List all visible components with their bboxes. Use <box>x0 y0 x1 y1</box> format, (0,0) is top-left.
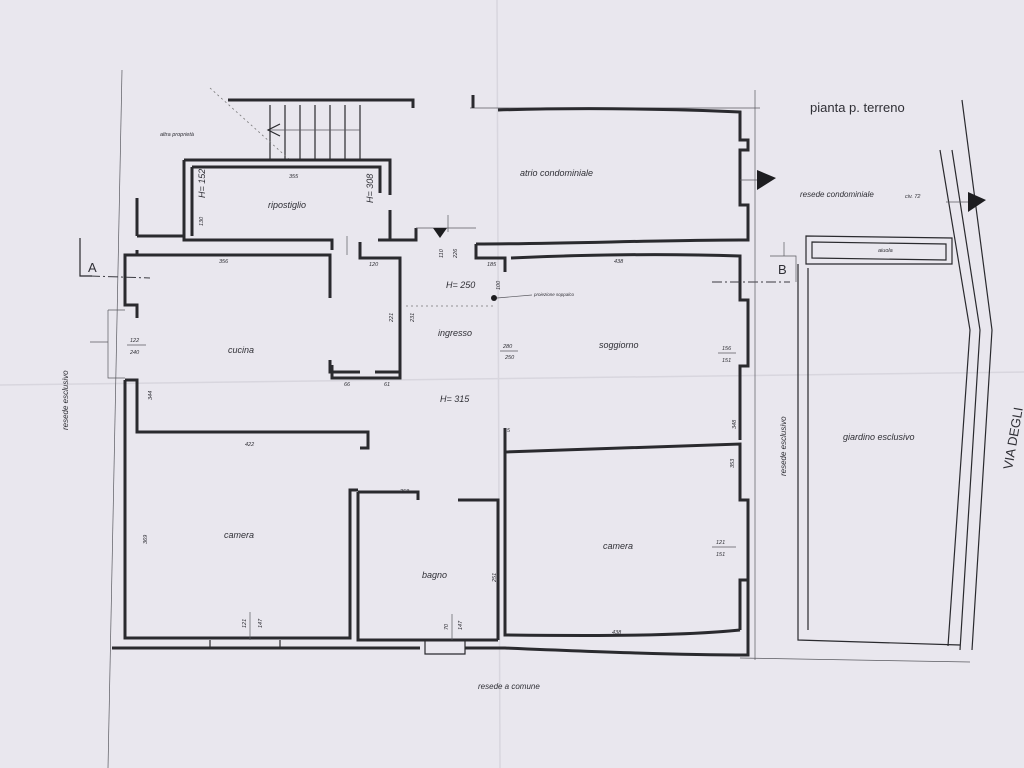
section-line-a <box>89 275 151 279</box>
dim-344: 344 <box>148 391 154 400</box>
camera-right-south-wall <box>503 452 741 637</box>
road-edges <box>939 99 993 651</box>
dim-151-right: 151 <box>716 552 725 558</box>
dim-251: 251 <box>492 573 498 583</box>
dim-250: 250 <box>504 355 515 361</box>
room-label-ingresso: ingresso <box>438 328 472 338</box>
dim-66: 66 <box>344 382 351 388</box>
giardino-boundary <box>797 264 961 646</box>
dim-369: 369 <box>143 535 149 544</box>
dim-70: 70 <box>444 623 450 630</box>
room-label-ripostiglio: ripostiglio <box>268 200 306 210</box>
dim-121-left: 121 <box>242 619 248 628</box>
cucina-north-wall <box>137 253 332 298</box>
dim-353: 353 <box>730 458 736 468</box>
road-arrow-icon <box>968 192 986 212</box>
dim-422: 422 <box>245 442 254 448</box>
dim-100: 100 <box>496 280 502 290</box>
room-label-camera-right: camera <box>603 541 633 551</box>
room-label-soggiorno: soggiorno <box>599 340 639 350</box>
paper-fold-vertical <box>496 0 501 768</box>
ingresso-north-wall <box>378 228 507 272</box>
dim-221: 221 <box>389 313 395 323</box>
aiuola-bed-inner <box>811 241 947 261</box>
paper-fold-horizontal <box>0 371 1024 386</box>
dim-231: 231 <box>410 313 416 323</box>
area-label-resede-condominiale: resede condominiale <box>800 190 874 199</box>
area-label-civico: civ. 72 <box>905 194 921 200</box>
area-label-proiezione-soppalco: proiezione soppalco <box>533 292 575 297</box>
area-label-resede-a-comune: resede a comune <box>478 682 540 691</box>
dim-356: 356 <box>219 259 229 265</box>
room-label-giardino: giardino esclusivo <box>843 432 915 442</box>
section-label-b: B <box>778 262 787 277</box>
dim-61: 61 <box>384 382 390 388</box>
dim-226: 226 <box>453 248 459 259</box>
outer-wall-top-left <box>123 198 184 318</box>
atrio-walls <box>497 107 750 242</box>
plan-title: pianta p. terreno <box>810 100 905 115</box>
dim-185: 185 <box>487 262 497 268</box>
room-label-cucina: cucina <box>228 345 254 355</box>
section-label-a: A <box>88 260 97 275</box>
soppalco-point-icon <box>491 295 497 301</box>
cucina-south-wall <box>125 378 370 450</box>
entry-arrow-icon <box>433 228 447 238</box>
camera-right-walls <box>503 428 750 630</box>
outer-south-wall <box>112 580 750 657</box>
height-label-h152: H= 152 <box>197 169 207 198</box>
dim-121-right: 121 <box>716 540 725 546</box>
ripostiglio-inner-wall <box>192 165 382 193</box>
room-label-atrio: atrio condominiale <box>520 168 593 178</box>
entrance-arrow-icon <box>757 170 776 190</box>
dim-120: 120 <box>369 262 379 268</box>
room-label-bagno: bagno <box>422 570 447 580</box>
cucina-east-partition <box>330 242 402 380</box>
room-label-camera-left: camera <box>224 530 254 540</box>
niche-wall <box>328 360 400 374</box>
bagno-walls <box>356 492 498 642</box>
area-label-altra-proprieta: altra proprietà <box>160 132 194 138</box>
dim-130: 130 <box>199 216 205 226</box>
dim-355: 355 <box>289 174 299 180</box>
height-label-h315: H= 315 <box>440 394 470 404</box>
dim-348: 348 <box>732 419 738 429</box>
area-label-resede-esclusivo-left: resede esclusivo <box>61 370 70 430</box>
dim-122: 122 <box>130 338 139 344</box>
atrio-south-wall <box>475 238 741 246</box>
dim-240: 240 <box>129 350 140 356</box>
dim-147-left: 147 <box>258 618 264 628</box>
plot-boundary-south <box>739 657 971 663</box>
windows-east <box>740 499 748 581</box>
bagno-north-wall <box>358 490 500 640</box>
dim-258: 258 <box>399 489 410 495</box>
dim-280: 280 <box>502 344 513 350</box>
aiuola-bed <box>805 235 953 265</box>
dim-110: 110 <box>439 248 445 258</box>
area-label-resede-esclusivo-right: resede esclusivo <box>779 416 788 476</box>
staircase <box>209 87 415 161</box>
resede-left-boundary <box>107 309 125 379</box>
height-label-h308: H= 308 <box>365 174 375 203</box>
dim-438-bottom: 438 <box>612 630 622 636</box>
dim-151-top: 151 <box>722 358 731 364</box>
frame-line-left <box>107 69 123 768</box>
camera-left-walls <box>123 380 358 640</box>
soppalco-leader <box>496 294 533 299</box>
height-label-h250: H= 250 <box>446 280 475 290</box>
section-marker-b <box>770 255 797 282</box>
dim-438-top: 438 <box>614 259 624 265</box>
soggiorno-walls <box>510 253 750 440</box>
windows-south <box>209 640 466 655</box>
dim-147-bagno: 147 <box>458 620 464 630</box>
dim-15: 15 <box>504 428 511 434</box>
room-label-aiuola: aiuola <box>878 248 893 254</box>
section-marker-a <box>79 238 92 277</box>
dim-156: 156 <box>722 346 732 352</box>
ripostiglio-walls <box>182 158 392 250</box>
street-label: VIA DEGLI <box>1000 406 1024 471</box>
